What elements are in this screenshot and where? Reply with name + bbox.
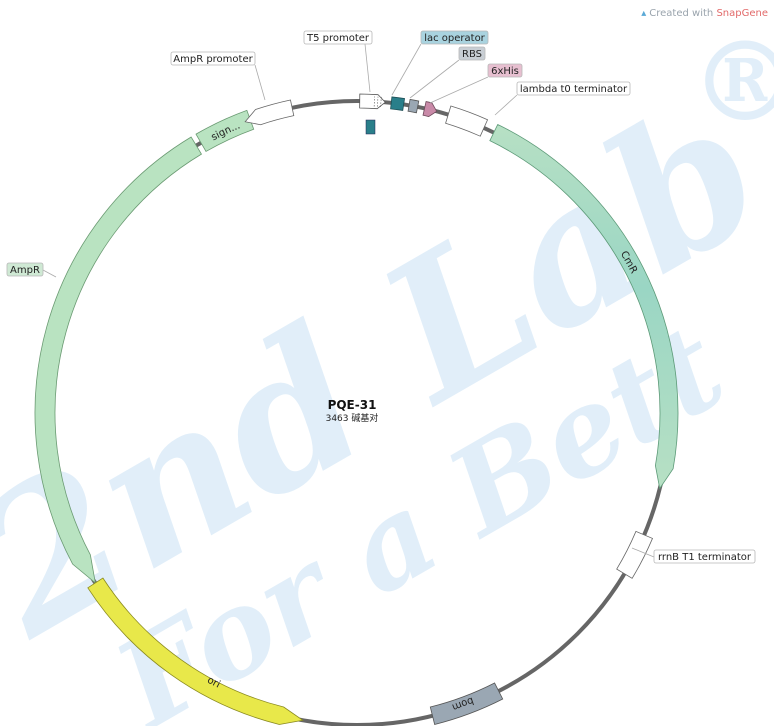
his-feature-arc[interactable] (422, 101, 438, 117)
lac-operator-detached-mark[interactable] (365, 119, 376, 135)
amprp-feature-arc[interactable] (244, 99, 295, 126)
rbs-leader-line (409, 59, 460, 99)
sig-feature-arc[interactable] (195, 109, 255, 153)
ampr-label[interactable]: AmpR (6, 262, 44, 277)
rrnb-t1-terminator-label[interactable]: rrnB T1 terminator (653, 549, 756, 564)
rrnb-t1-terminator-leader-line (631, 547, 655, 558)
plasmid-name: PQE-31 (328, 398, 377, 412)
bom-feature-arc[interactable] (429, 682, 504, 725)
rrnb-feature-arc[interactable] (616, 530, 654, 579)
rbs-label[interactable]: RBS (458, 46, 486, 61)
svg-text:lac operator: lac operator (424, 33, 485, 44)
watermark-registered-symbol: ® (690, 17, 774, 146)
lac-operator-label[interactable]: lac operator (420, 30, 489, 45)
rbs-feature-arc[interactable] (407, 98, 420, 114)
ampr-promoter-label[interactable]: AmpR promoter (170, 51, 256, 66)
features-layer (34, 93, 679, 725)
svg-text:RBS: RBS (462, 49, 482, 60)
lambda-t0-terminator-label[interactable]: lambda t0 terminator (516, 81, 631, 96)
t5-promoter-label[interactable]: T5 promoter (303, 30, 373, 45)
credit-prefix: Created with (649, 8, 714, 19)
svg-text:T5 promoter: T5 promoter (306, 33, 370, 44)
6xhis-label[interactable]: 6xHis (487, 63, 523, 78)
leader-lines (42, 43, 655, 558)
ori-arc-label: ori (205, 675, 222, 691)
plasmid-length: 3463 碱基对 (326, 412, 379, 424)
lac-feature-arc[interactable] (390, 96, 406, 111)
lac-operator-leader-line (391, 43, 422, 96)
t5-feature-arc[interactable] (359, 93, 386, 110)
svg-text:lambda t0 terminator: lambda t0 terminator (520, 84, 628, 95)
created-with-credit[interactable]: ▴Created with SnapGene (641, 8, 768, 19)
6xhis-leader-line (429, 76, 489, 104)
ampr-leader-line (42, 269, 57, 278)
ampr-feature-arc[interactable] (34, 136, 203, 584)
lambda-feature-arc[interactable] (445, 105, 489, 137)
ampr-promoter-leader-line (254, 64, 266, 101)
svg-text:AmpR: AmpR (10, 265, 40, 276)
svg-text:6xHis: 6xHis (491, 66, 519, 77)
snapgene-logo-icon: ▴ (641, 8, 647, 19)
svg-text:rrnB T1 terminator: rrnB T1 terminator (658, 552, 752, 563)
lambda-t0-terminator-leader-line (494, 94, 518, 116)
cmr-feature-arc[interactable] (489, 123, 679, 490)
svg-text:AmpR promoter: AmpR promoter (173, 54, 253, 65)
credit-brand: SnapGene (716, 8, 768, 19)
ori-feature-arc[interactable] (87, 577, 304, 725)
t5-promoter-leader-line (364, 43, 371, 93)
